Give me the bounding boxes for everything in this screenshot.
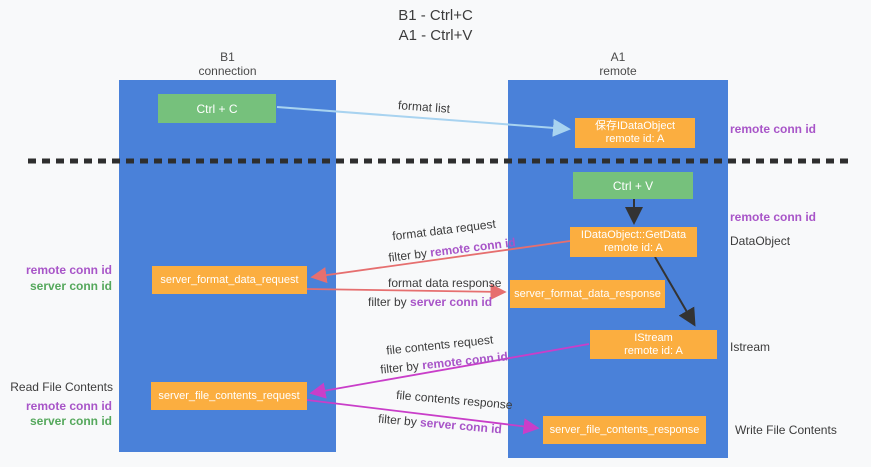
node-file-response-label: server_file_contents_response [549,423,700,436]
filter-by-text: filter by [368,295,407,309]
annotation-istream: Istream [730,340,771,354]
server-conn-id-text: server conn id [419,415,503,437]
node-save-line-1: 保存IDataObject [594,120,676,132]
lane-b1-name: B1 [220,50,235,64]
title-line-2: A1 - Ctrl+V [398,27,473,44]
annotation-server-conn-id-left-mid: server conn id [29,279,112,293]
lane-b1-role: connection [198,64,257,78]
remote-conn-id-text: remote conn id [421,349,509,373]
diagram-title: B1 - Ctrl+C A1 - Ctrl+V [0,6,871,46]
annotation-server-conn-id-left-bottom: server conn id [29,414,112,428]
node-ctrl-v: Ctrl + V [573,172,693,199]
annotation-remote-conn-id-left-mid: remote conn id [25,263,112,277]
node-getdata-line-2: remote id: A [604,242,663,254]
node-ctrl-c-label: Ctrl + C [196,101,238,116]
lane-a1-role: remote [599,64,637,78]
node-istream-line-1: IStream [634,331,673,344]
node-ctrl-c: Ctrl + C [158,94,276,123]
node-save-idataobject: 保存IDataObject remote id: A [575,118,695,148]
title-line-1: B1 - Ctrl+C [398,7,473,24]
node-istream: IStream remote id: A [590,330,717,359]
node-file-request-label: server_file_contents_request [158,389,300,402]
label-file-contents-response: file contents response [395,387,514,413]
annotation-remote-conn-id-right-mid: remote conn id [730,210,817,224]
label-format-data-response: format data response [388,276,502,290]
filter-by-text: filter by [377,411,418,429]
node-idataobject-getdata: IDataObject::GetData remote id: A [570,227,697,257]
node-save-line-2: remote id: A [605,133,665,145]
annotation-dataobject: DataObject [730,234,791,248]
node-server-format-data-response: server_format_data_response [510,280,665,308]
filter-by-text: filter by [379,358,420,377]
label-filter-by-server-conn-id-file: filter by server conn id [378,412,503,437]
label-filter-by-server-conn-id-format: filter by server conn id [368,295,492,309]
node-format-response-label: server_format_data_response [514,287,661,300]
annotation-read-file-contents: Read File Contents [10,380,113,394]
remote-conn-id-text: remote conn id [429,235,517,260]
node-format-request-label: server_format_data_request [160,273,299,286]
label-format-list: format list [397,98,451,116]
lane-header-b1: B1 connection [119,50,336,78]
node-server-format-data-request: server_format_data_request [152,266,307,294]
lane-header-a1: A1 remote [508,50,728,78]
lane-a1-name: A1 [610,50,626,64]
node-istream-line-2: remote id: A [624,344,683,357]
filter-by-text: filter by [387,246,428,265]
annotation-remote-conn-id-right-top: remote conn id [730,122,817,136]
node-server-file-contents-request: server_file_contents_request [151,382,307,410]
node-ctrl-v-label: Ctrl + V [612,178,654,193]
node-getdata-line-1: IDataObject::GetData [580,229,687,241]
annotation-remote-conn-id-left-bottom: remote conn id [25,399,112,413]
server-conn-id-text: server conn id [410,295,493,309]
annotation-write-file-contents: Write File Contents [735,423,837,437]
node-server-file-contents-response: server_file_contents_response [543,416,706,444]
